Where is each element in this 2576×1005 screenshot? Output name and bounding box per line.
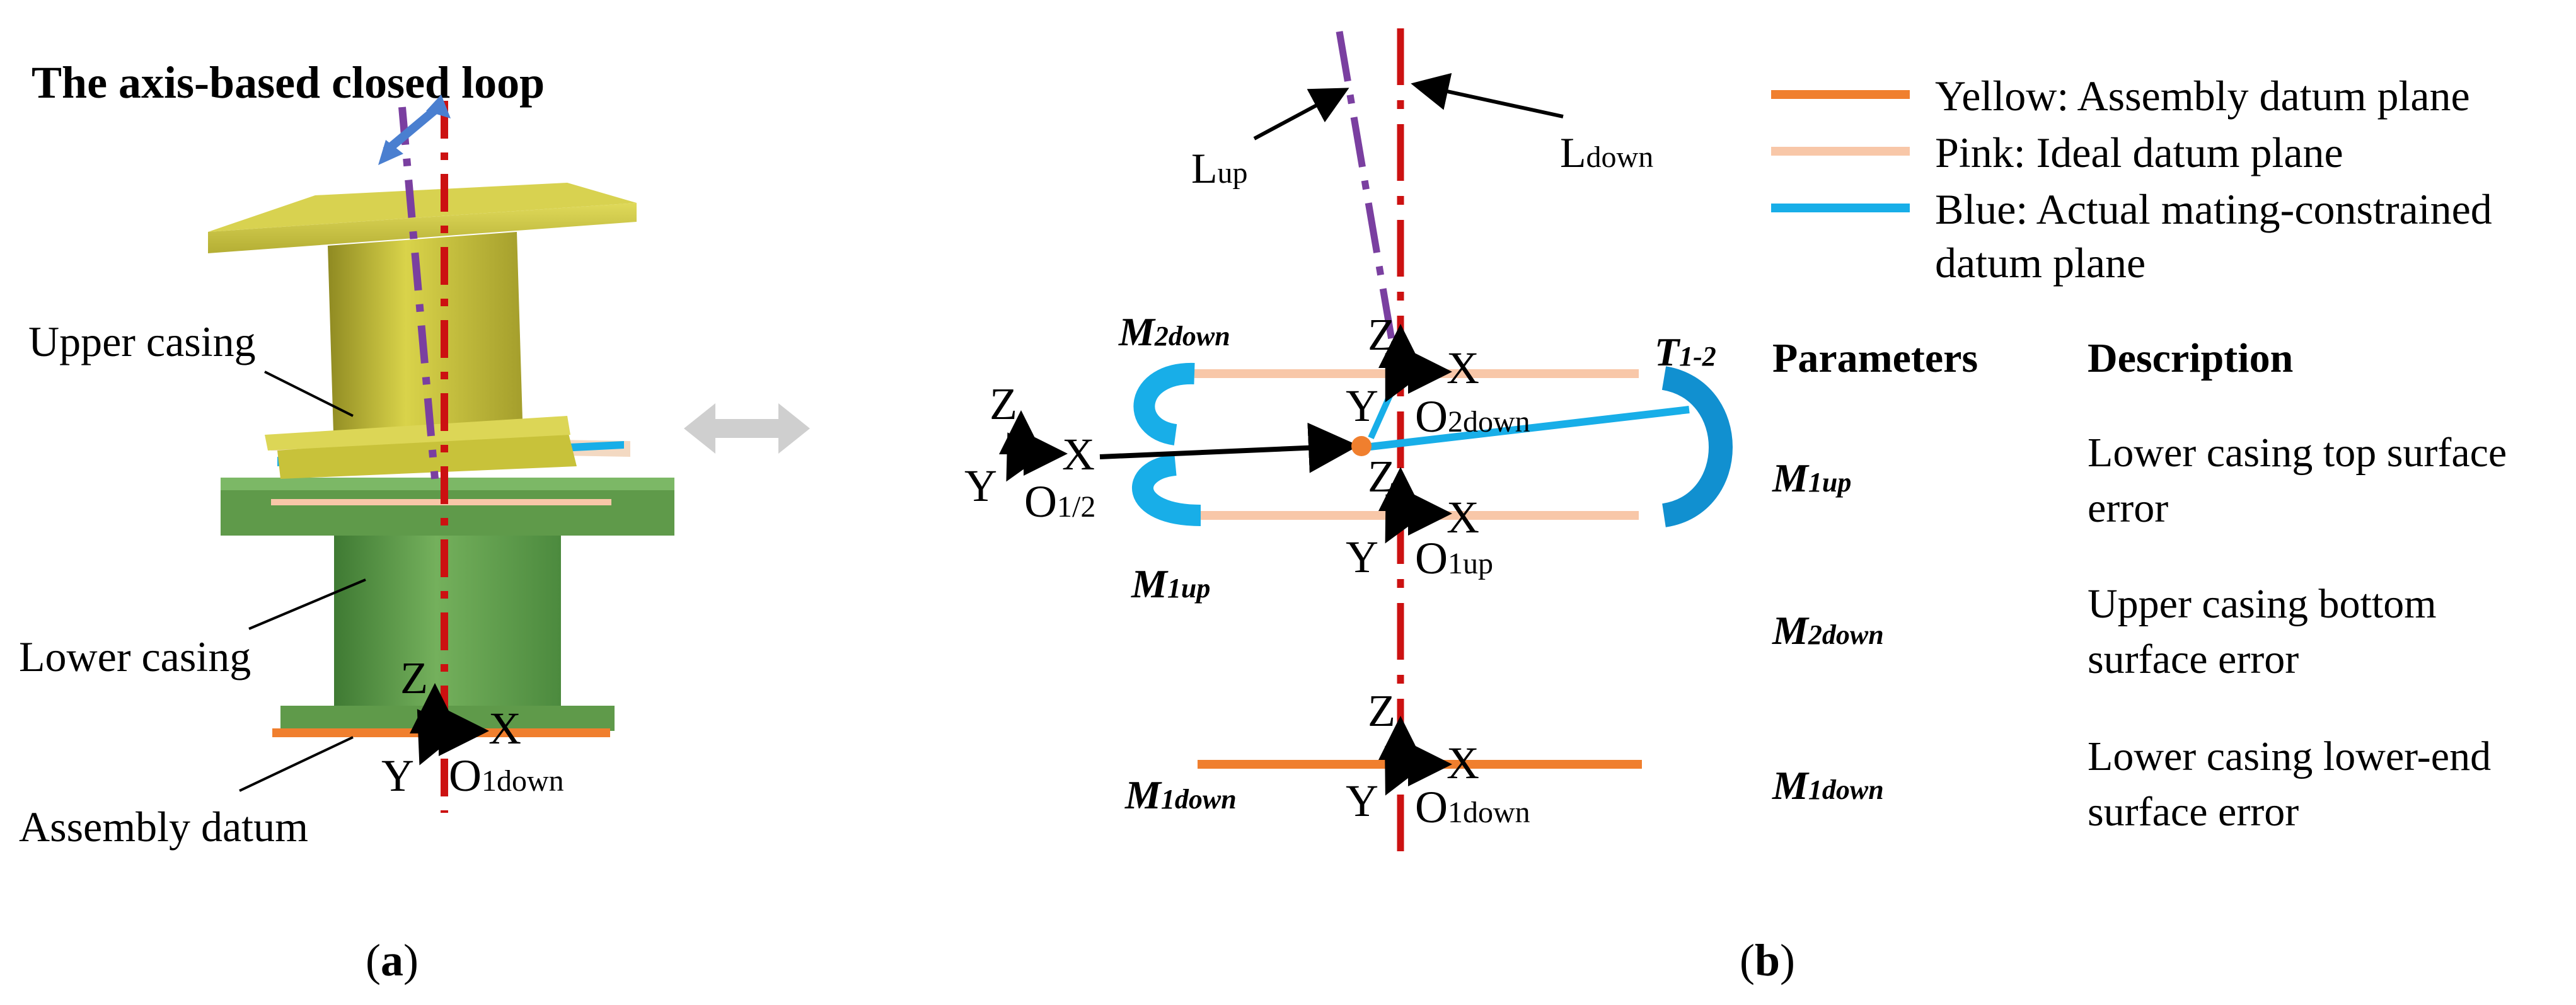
- table-header-description: Description: [2088, 335, 2293, 381]
- frame-a-y: Y: [381, 750, 414, 801]
- mating-point-orange: [1351, 436, 1372, 456]
- m2down-curved-arrow: [1133, 362, 1195, 445]
- panel-b: Lup Ldown Z X Y O2d: [964, 28, 1795, 985]
- table-row-1-param: M1up: [1772, 456, 1851, 500]
- frame-o12: Z X Y O1/2: [964, 379, 1095, 527]
- actual-axis-line-a: [398, 106, 439, 480]
- l-down-label: Ldown: [1560, 129, 1653, 176]
- assembly-datum-label: Assembly datum: [19, 803, 308, 851]
- frame-o12-y: Y: [964, 461, 997, 511]
- frame-o1up: Z X Y O1up: [1346, 451, 1493, 583]
- frame-o2down-origin: O2down: [1415, 391, 1530, 442]
- m1up-label: M1up: [1131, 561, 1210, 606]
- frame-o1up-origin: O1up: [1415, 533, 1493, 583]
- upper-casing-label: Upper casing: [28, 318, 256, 365]
- m1up-curved-arrow: [1132, 454, 1201, 526]
- panel-a-title: The axis-based closed loop: [32, 57, 545, 108]
- table-row-1-desc-2: error: [2088, 485, 2168, 531]
- panel-a-caption: (a): [366, 935, 419, 985]
- table-row-2-desc-2: surface error: [2088, 636, 2299, 682]
- frame-o1down-b: Z X Y O1down: [1346, 686, 1530, 832]
- frame-o1down-b-origin: O1down: [1415, 782, 1530, 832]
- frame-o2down: Z X Y O2down: [1346, 309, 1530, 442]
- t12-curved-arrow: [1661, 366, 1733, 527]
- table-row-3-desc-2: surface error: [2088, 789, 2299, 835]
- l-up-label: Lup: [1191, 144, 1248, 192]
- upper-casing-leader: [264, 370, 354, 417]
- table-header-parameters: Parameters: [1772, 335, 1978, 381]
- frame-a-x: X: [488, 703, 521, 754]
- frame-o12-origin: O1/2: [1024, 476, 1095, 527]
- frame-o12-x: X: [1062, 429, 1095, 480]
- frame-o1up-z: Z: [1368, 451, 1395, 502]
- o12-link-arrow: [1099, 422, 1359, 473]
- legend-yellow-label: Yellow: Assembly datum plane: [1935, 72, 2470, 120]
- l-up-arrow: [1253, 88, 1349, 141]
- frame-o2down-y: Y: [1346, 381, 1378, 431]
- frame-o1down-b-y: Y: [1346, 776, 1378, 826]
- m1down-label: M1down: [1124, 772, 1237, 817]
- frame-o2down-z: Z: [1368, 309, 1395, 360]
- legend: Yellow: Assembly datum plane Pink: Ideal…: [1771, 72, 2492, 287]
- panel-transition-arrow: [684, 403, 810, 454]
- actual-mating-plane: [1364, 406, 1690, 451]
- l-down-arrow: [1411, 72, 1564, 118]
- frame-a-origin: O1down: [449, 750, 564, 801]
- frame-o1up-y: Y: [1346, 532, 1378, 582]
- table-row-2-desc-1: Upper casing bottom: [2088, 581, 2437, 627]
- legend-blue-label-1: Blue: Actual mating-constrained: [1935, 185, 2492, 233]
- parameter-table: Parameters Description M1up Lower casing…: [1772, 335, 2507, 835]
- assembly-datum-leader: [239, 736, 354, 792]
- table-row-1-desc-1: Lower casing top surface: [2088, 430, 2507, 476]
- closed-loop-double-arrow: [378, 95, 451, 165]
- frame-o12-z: Z: [990, 379, 1017, 429]
- lower-casing-label: Lower casing: [19, 633, 251, 681]
- table-row-3-param: M1down: [1772, 763, 1884, 808]
- frame-o1down-a: Z X Y O1down: [381, 653, 564, 801]
- frame-o1up-x: X: [1447, 492, 1479, 543]
- panel-b-caption: (b): [1740, 935, 1795, 985]
- table-row-3-desc-1: Lower casing lower-end: [2088, 733, 2491, 779]
- table-row-2-param: M2down: [1772, 608, 1884, 653]
- frame-o2down-x: X: [1447, 343, 1479, 393]
- frame-o1down-b-z: Z: [1368, 686, 1395, 736]
- lower-casing-leader: [248, 578, 366, 630]
- t12-label: T1-2: [1655, 330, 1716, 374]
- legend-pink-label: Pink: Ideal datum plane: [1935, 129, 2343, 176]
- m2down-label: M2down: [1118, 309, 1230, 354]
- panel-a: The axis-based closed loop: [19, 57, 674, 985]
- frame-a-z: Z: [400, 653, 428, 703]
- frame-o1down-b-x: X: [1447, 738, 1479, 788]
- legend-blue-label-2: datum plane: [1935, 239, 2146, 287]
